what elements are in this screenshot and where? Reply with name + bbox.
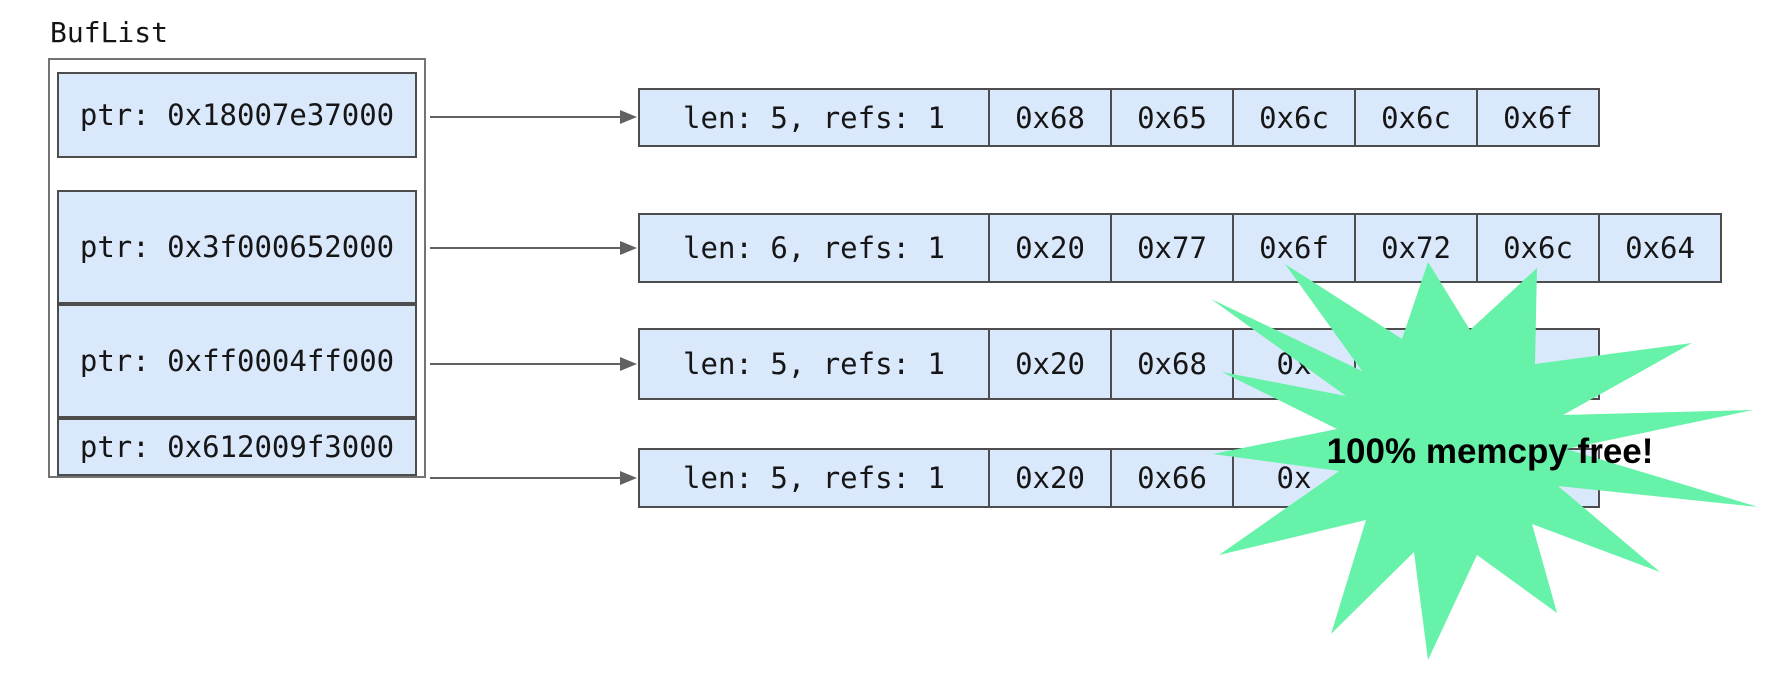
pointer-box-3: ptr: 0xff0004ff000 [57,304,417,418]
buflist-title: BufList [50,16,169,49]
pointer-label-3: ptr: 0xff0004ff000 [79,344,395,378]
buffer-row-2: len: 6, refs: 1 0x20 0x77 0x6f 0x72 0x6c… [638,213,1722,283]
byte-cell: 0x68 [1112,328,1234,400]
pointer-box-4: ptr: 0x612009f3000 [57,418,417,476]
buffer-header-1: len: 5, refs: 1 [638,88,990,147]
byte-cell: 0x [1356,328,1478,400]
byte-cell: 0x64 [1600,213,1722,283]
pointer-box-2: ptr: 0x3f000652000 [57,190,417,304]
byte-cell: 0x6c [1478,213,1600,283]
pointer-arrow-4 [430,471,637,485]
byte-cell: 0x77 [1112,213,1234,283]
pointer-arrow-1 [430,110,637,124]
byte-cell: 0x20 [990,328,1112,400]
starburst-label: 100% memcpy free! [1326,432,1654,471]
pointer-label-4: ptr: 0x612009f3000 [79,430,395,464]
buffer-header-4: len: 5, refs: 1 [638,448,990,508]
pointer-arrow-3 [430,357,637,371]
byte-cell: 0x [1234,328,1356,400]
byte-cell: 0x6f [1234,213,1356,283]
pointer-box-1: ptr: 0x18007e37000 [57,72,417,158]
buffer-header-3: len: 5, refs: 1 [638,328,990,400]
byte-cell: 0x20 [990,213,1112,283]
pointer-label-1: ptr: 0x18007e37000 [79,98,395,132]
byte-cell: 0x20 [990,448,1112,508]
byte-cell: 0x72 [1356,213,1478,283]
pointer-arrow-2 [430,241,637,255]
buflist-container: ptr: 0x18007e37000 ptr: 0x3f000652000 pt… [48,58,426,478]
buffer-row-3: len: 5, refs: 1 0x20 0x68 0x 0x [638,328,1600,400]
byte-cell [1478,328,1600,400]
byte-cell: 0x66 [1112,448,1234,508]
buffer-header-2: len: 6, refs: 1 [638,213,990,283]
byte-cell: 0x6c [1234,88,1356,147]
byte-cell: 0x6f [1478,88,1600,147]
byte-cell: 0x6c [1356,88,1478,147]
pointer-label-2: ptr: 0x3f000652000 [79,230,395,264]
buffer-row-1: len: 5, refs: 1 0x68 0x65 0x6c 0x6c 0x6f [638,88,1600,147]
byte-cell: 0x68 [990,88,1112,147]
byte-cell: 0x65 [1112,88,1234,147]
